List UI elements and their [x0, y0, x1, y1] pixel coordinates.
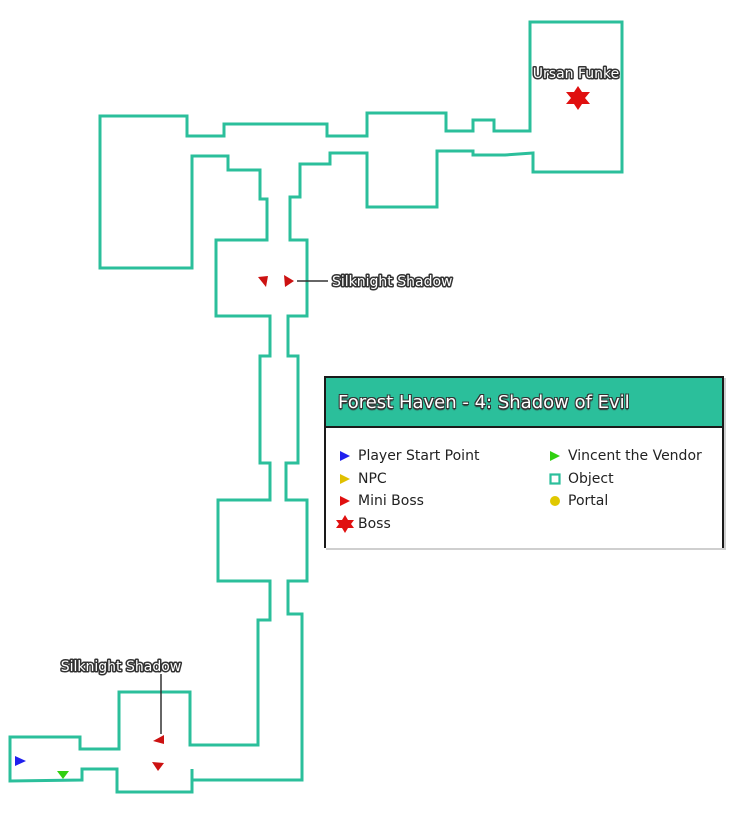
circle-icon	[548, 494, 562, 508]
legend-body: Player Start Point NPC Mini Boss Boss Vi…	[326, 428, 722, 548]
miniboss-marker-icon	[152, 762, 164, 771]
legend-title: Forest Haven - 4: Shadow of Evil	[338, 391, 630, 413]
legend-label: Player Start Point	[358, 448, 480, 464]
legend-label: Object	[568, 471, 614, 487]
miniboss-marker-icon	[153, 735, 164, 744]
legend-item-object: Object	[548, 469, 614, 489]
miniboss-marker-icon	[284, 275, 294, 287]
map-label-boss: Ursan Funke	[533, 66, 619, 82]
player-start-marker-icon	[15, 756, 26, 766]
legend-label: Mini Boss	[358, 493, 424, 509]
miniboss-marker-icon	[258, 276, 268, 287]
map-legend: Forest Haven - 4: Shadow of Evil Player …	[324, 376, 724, 548]
triangle-right-icon	[338, 472, 352, 486]
legend-label: Boss	[358, 516, 391, 532]
legend-item-player-start: Player Start Point	[338, 446, 479, 466]
legend-label: Portal	[568, 493, 609, 509]
vendor-marker-icon	[57, 771, 69, 779]
map-label-miniboss-bottom: Silknight Shadow	[61, 659, 181, 675]
map-wall-boss-room	[8, 20, 624, 794]
legend-label: Vincent the Vendor	[568, 448, 702, 464]
triangle-right-icon	[338, 449, 352, 463]
legend-item-vendor: Vincent the Vendor	[548, 446, 702, 466]
legend-item-portal: Portal	[548, 491, 608, 511]
legend-item-boss: Boss	[336, 514, 391, 534]
triangle-right-icon	[548, 449, 562, 463]
star-of-david-icon	[336, 515, 354, 533]
legend-item-npc: NPC	[338, 469, 387, 489]
hollow-square-icon	[548, 472, 562, 486]
boss-marker-icon	[566, 86, 590, 110]
triangle-right-icon	[338, 494, 352, 508]
legend-label: NPC	[358, 471, 387, 487]
map-label-miniboss-top: Silknight Shadow	[332, 274, 452, 290]
legend-header: Forest Haven - 4: Shadow of Evil	[326, 378, 722, 428]
legend-item-mini-boss: Mini Boss	[338, 491, 424, 511]
